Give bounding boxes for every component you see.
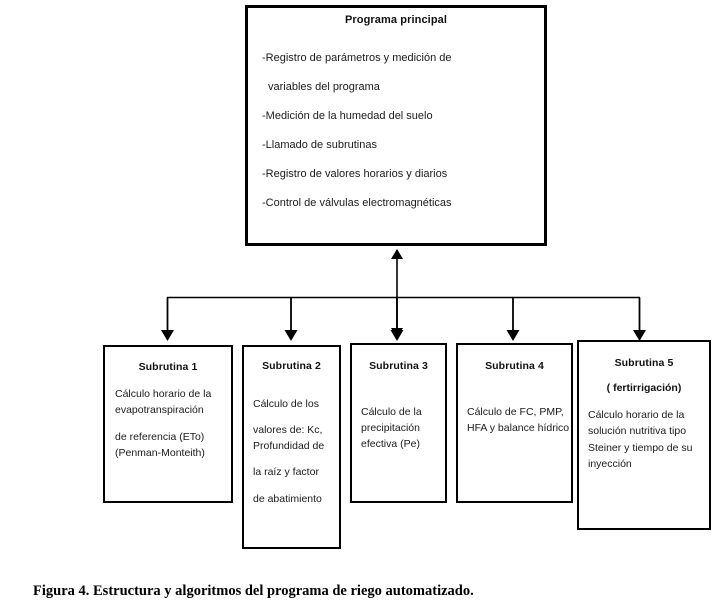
sub5-line-3: Steiner y tiempo de su xyxy=(588,441,693,454)
main-line-3: -Medición de la humedad del suelo xyxy=(262,110,433,123)
sub1-line-1: Cálculo horario de la xyxy=(115,387,212,400)
sub4-line-2: HFA y balance hídrico xyxy=(467,421,570,434)
sub1-line-2: evapotranspiración xyxy=(115,403,204,416)
main-line-6: -Control de válvulas electromagnéticas xyxy=(262,197,452,210)
subroutine-5-body: Cálculo horario de la solución nutritiva… xyxy=(588,407,709,472)
main-program-title: Programa principal xyxy=(344,14,448,26)
subroutine-1-box: Subrutina 1 Cálculo horario de la evapot… xyxy=(103,345,233,503)
subroutine-5-subtitle: ( fertirrigación) xyxy=(606,381,682,394)
sub3-line-2: precipitación xyxy=(361,421,420,434)
sub1-line-3: de referencia (ETo) xyxy=(115,431,205,444)
subroutine-1-title: Subrutina 1 xyxy=(138,361,198,373)
sub5-line-4: inyección xyxy=(588,457,632,470)
subroutine-4-body: Cálculo de FC, PMP, HFA y balance hídric… xyxy=(467,404,571,437)
subroutine-3-title: Subrutina 3 xyxy=(369,360,428,372)
sub2-line-3: Profundidad de xyxy=(253,440,325,453)
drop-line-sub4 xyxy=(506,297,520,341)
main-program-box: Programa principal -Registro de parámetr… xyxy=(245,5,547,246)
main-line-5: -Registro de valores horarios y diarios xyxy=(262,168,448,181)
main-program-body: -Registro de parámetros y medición de va… xyxy=(262,53,544,227)
subroutine-3-body: Cálculo de la precipitación efectiva (Pe… xyxy=(361,404,445,453)
subroutine-3-box: Subrutina 3 Cálculo de la precipitación … xyxy=(350,343,447,503)
figure-caption: Figura 4. Estructura y algoritmos del pr… xyxy=(33,583,474,599)
sub2-line-4: la raíz y factor xyxy=(253,466,319,479)
sub1-line-4: (Penman-Monteith) xyxy=(115,447,205,460)
drop-line-sub5 xyxy=(633,297,646,341)
subroutine-2-box: Subrutina 2 Cálculo de los valores de: K… xyxy=(242,345,341,549)
sub3-line-1: Cálculo de la xyxy=(361,405,422,418)
sub5-line-2: solución nutritiva tipo xyxy=(588,425,687,438)
main-line-2: variables del programa xyxy=(268,81,380,94)
subroutine-2-body: Cálculo de los valores de: Kc, Profundid… xyxy=(253,396,339,507)
subroutine-1-body: Cálculo horario de la evapotranspiración… xyxy=(115,386,231,462)
sub2-line-1: Cálculo de los xyxy=(253,397,319,410)
sub4-line-1: Cálculo de FC, PMP, xyxy=(467,405,564,418)
subroutine-5-title: Subrutina 5 xyxy=(614,357,674,369)
subroutine-5-box: Subrutina 5 ( fertirrigación) Cálculo ho… xyxy=(577,340,711,530)
drop-line-sub1 xyxy=(161,297,174,341)
sub5-line-1: Cálculo horario de la xyxy=(588,409,685,422)
sub2-line-5: de abatimiento xyxy=(253,492,322,505)
drop-line-sub2 xyxy=(284,297,298,341)
sub1-spacer xyxy=(115,418,231,429)
subroutine-4-title: Subrutina 4 xyxy=(485,360,544,372)
sub2-line-2: valores de: Kc, xyxy=(253,423,323,436)
main-line-1: -Registro de parámetros y medición de xyxy=(262,52,452,65)
main-line-4: -Llamado de subrutinas xyxy=(262,139,377,152)
drop-line-sub3 xyxy=(390,297,404,341)
subroutine-4-box: Subrutina 4 Cálculo de FC, PMP, HFA y ba… xyxy=(456,343,573,503)
subroutine-2-title: Subrutina 2 xyxy=(262,360,321,372)
sub3-line-3: efectiva (Pe) xyxy=(361,438,420,451)
